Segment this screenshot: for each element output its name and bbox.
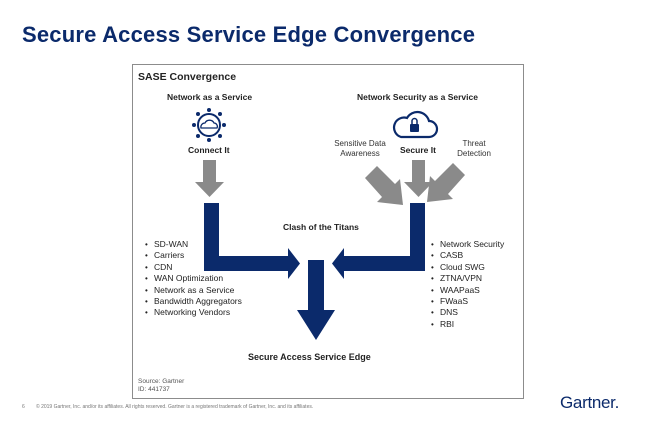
sensitive-data-label: Sensitive Data Awareness (325, 139, 395, 159)
list-item: DNS (431, 307, 504, 318)
list-item: Network as a Service (145, 285, 242, 296)
logo-text: Gartner (560, 393, 615, 412)
connect-it-label: Connect It (188, 145, 230, 155)
slide-title: Secure Access Service Edge Convergence (22, 22, 476, 47)
sase-down-arrow (297, 260, 335, 340)
left-column-heading: Network as a Service (167, 92, 253, 102)
copyright-notice: © 2019 Gartner, Inc. and/or its affiliat… (36, 404, 314, 410)
source-line: Source: Gartner (138, 378, 185, 385)
diagram-frame: SASE Convergence Network as a Service Ne… (132, 64, 524, 399)
list-item: FWaaS (431, 296, 504, 307)
sase-label: Secure Access Service Edge (248, 352, 371, 362)
list-item: Network Security (431, 239, 504, 250)
clash-of-titans-label: Clash of the Titans (283, 222, 359, 232)
list-item: Carriers (145, 250, 242, 261)
list-item: RBI (431, 319, 504, 330)
list-item: Networking Vendors (145, 307, 242, 318)
logo-dot: . (614, 393, 620, 412)
connect-gray-arrow (195, 160, 224, 197)
right-column-heading: Network Security as a Service (357, 92, 478, 102)
threat-detection-label: Threat Detection (449, 139, 499, 159)
list-item: CDN (145, 262, 242, 273)
secure-it-label: Secure It (400, 145, 436, 155)
page-number: 6 (22, 404, 25, 410)
network-service-list: SD-WAN Carriers CDN WAN Optimization Net… (145, 239, 242, 319)
list-item: ZTNA/VPN (431, 273, 504, 284)
sensitive-data-line2: Awareness (340, 149, 380, 158)
secure-gray-arrow (404, 160, 433, 197)
list-item: WAN Optimization (145, 273, 242, 284)
top-band (0, 0, 650, 18)
gartner-logo: Gartner. (560, 393, 619, 413)
network-hub-icon (192, 108, 226, 142)
network-flow-arrow (204, 203, 300, 279)
diagram-title: SASE Convergence (138, 71, 237, 83)
id-line: ID: 441737 (138, 386, 170, 393)
list-item: CASB (431, 250, 504, 261)
threat-detection-arrow (427, 163, 465, 202)
sensitive-data-arrow (365, 166, 403, 205)
sensitive-data-line1: Sensitive Data (334, 139, 386, 148)
list-item: SD-WAN (145, 239, 242, 250)
security-flow-arrow (332, 203, 425, 279)
list-item: WAAPaaS (431, 285, 504, 296)
threat-detection-line1: Threat (462, 139, 486, 148)
cloud-lock-icon (392, 110, 439, 139)
network-security-list: Network Security CASB Cloud SWG ZTNA/VPN… (431, 239, 504, 330)
list-item: Bandwidth Aggregators (145, 296, 242, 307)
list-item: Cloud SWG (431, 262, 504, 273)
source-note: Source: Gartner ID: 441737 (138, 378, 184, 394)
threat-detection-line2: Detection (457, 149, 491, 158)
